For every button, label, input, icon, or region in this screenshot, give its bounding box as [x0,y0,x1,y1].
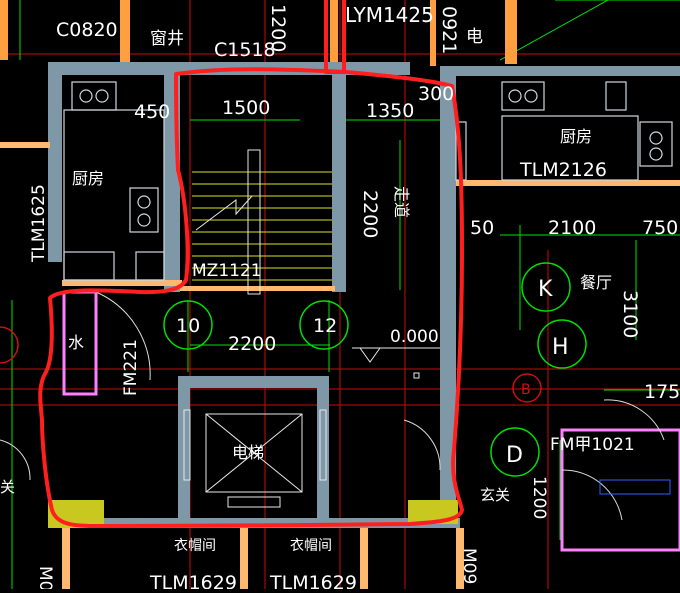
elevator-shaft [183,409,327,508]
label-2100: 2100 [548,217,596,239]
label-m0: M0 [35,566,55,589]
label-kitchen-right: 厨房 [560,127,592,146]
axis-bubble-h [537,319,587,369]
orange-walls [0,0,517,70]
label-2200-vertical: 2200 [359,190,381,238]
axis-bubble-d [490,427,540,477]
label-axis-d: D [506,443,523,468]
label-kitchen-left: 厨房 [72,169,104,188]
label-lym1425: LYM1425 [345,3,434,27]
kitchen-fixtures-right [455,81,673,181]
label-axis-12: 12 [313,315,337,337]
dimension-lines [11,0,680,589]
label-electric: 电 [466,27,483,47]
label-entrance-left: 关 [0,478,15,496]
label-750: 750 [642,217,678,239]
label-175: 175 [644,381,680,403]
red-markup-outline [38,0,464,529]
label-tlm1625: TLM1625 [29,184,49,263]
label-axis-10: 10 [176,315,200,337]
label-fm221: FM221 [121,339,141,396]
label-elevator: 电梯 [232,443,264,462]
label-tlm1629-2: TLM1629 [269,572,357,589]
label-50: 50 [470,217,494,239]
label-closet-1: 衣帽间 [174,538,216,554]
labels: C0820 窗井 C1518 1200 LYM1425 0921 电 450 1… [0,3,680,593]
label-axis-k: K [538,277,553,302]
label-300: 300 [418,83,454,105]
label-c1518: C1518 [214,39,276,61]
label-c0820: C0820 [56,19,118,41]
label-0921: 0921 [438,6,460,54]
axis-bubble-b [512,373,542,403]
label-entrance-right: 玄关 [480,486,510,504]
label-1350: 1350 [366,100,414,122]
axis-bubbles [0,262,587,477]
label-window-well: 窗井 [150,29,184,49]
label-450: 450 [134,101,170,123]
label-axis-h: H [552,335,569,360]
axis-bubble-left [0,326,19,364]
label-1200-top: 1200 [267,4,289,52]
door-swings [0,291,671,521]
elevation-marker [352,347,440,379]
label-water: 水 [68,333,84,352]
label-tlm1629-1: TLM1629 [149,572,237,589]
label-corridor: 走道 [392,186,411,218]
columns [48,500,458,528]
axis-bubble-10 [163,300,213,350]
axis-bubble-12 [299,300,349,350]
axis-bubble-k [521,262,571,312]
label-elevation: 0.000 [390,327,439,347]
label-axis-b: B [521,382,531,398]
label-m09: M09 [459,548,479,584]
label-dining: 餐厅 [580,273,612,292]
label-1500: 1500 [222,97,270,119]
label-2200: 2200 [228,333,276,355]
label-1200-right: 1200 [529,476,549,519]
label-mz1121: MZ1121 [192,261,262,281]
label-fm1021: FM甲1021 [550,435,635,455]
label-closet-2: 衣帽间 [290,538,332,554]
kitchen-fixtures-left [63,81,165,281]
label-3100: 3100 [619,290,641,338]
interior-walls [0,142,680,589]
staircase [192,149,332,295]
label-tlm2126: TLM2126 [519,159,607,181]
